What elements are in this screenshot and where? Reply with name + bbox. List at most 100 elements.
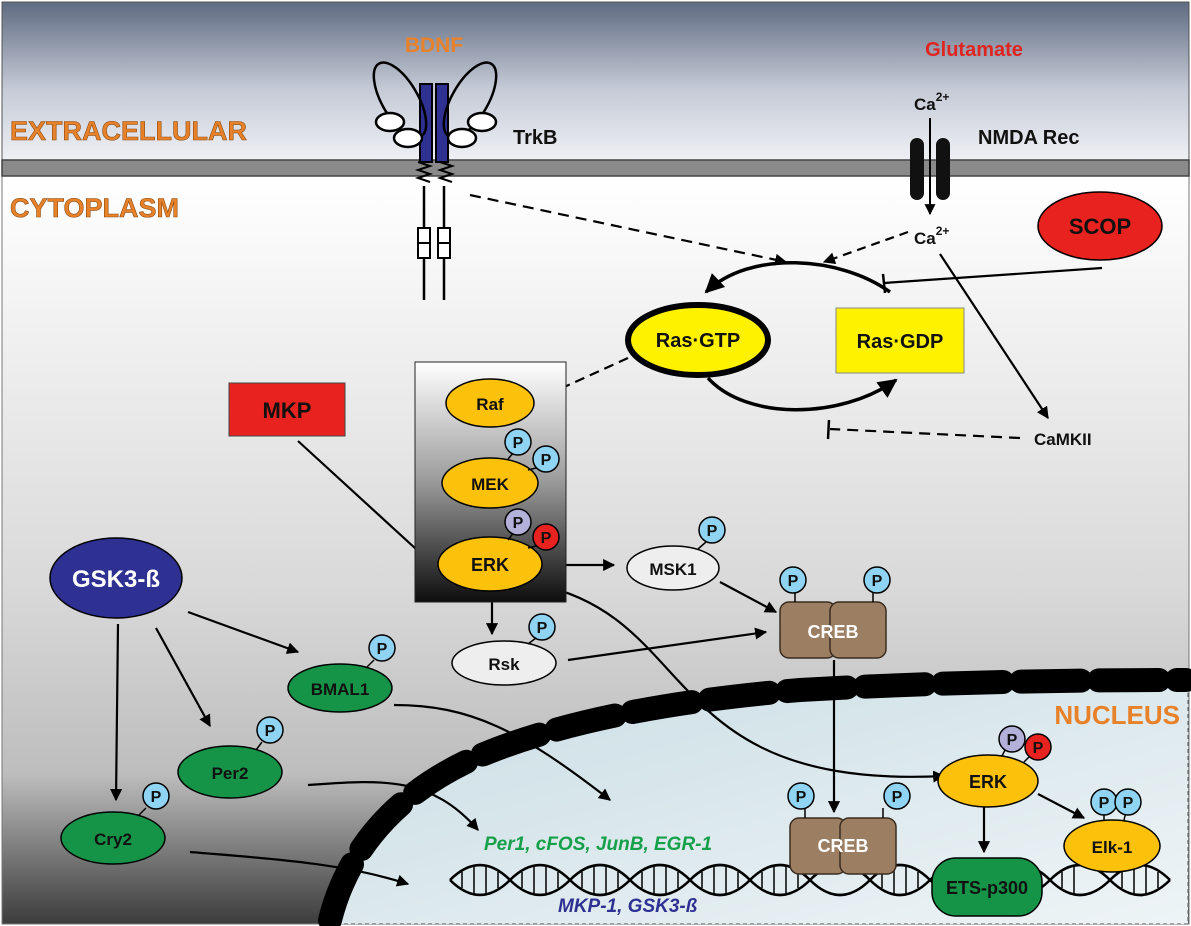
trkb-receptor [372,61,498,300]
erk-nucleus-phospho-1: P [998,725,1026,757]
svg-text:ERK: ERK [471,555,509,575]
svg-text:GSK3-ß: GSK3-ß [72,566,160,593]
extracellular-region [1,1,1190,161]
svg-text:MKP: MKP [263,398,312,423]
svg-text:SCOP: SCOP [1069,214,1131,239]
svg-text:ERK: ERK [969,772,1007,792]
svg-text:ETS-p300: ETS-p300 [946,878,1028,898]
erk-phospho-2: P [527,523,560,551]
svg-text:Ca2+: Ca2+ [914,90,949,114]
bmal1-phospho: P [365,634,396,669]
msk1-node: MSK1 [626,545,720,591]
creb-nucleus-node: CREB [789,817,897,875]
phospho-sites: P P P P P P P P P P P P P P P P P [137,428,1142,821]
nmda-receptor [910,138,950,200]
svg-text:P: P [513,435,524,452]
cry2-to-genes-arrow [189,850,410,887]
camkii-label: CaMKII [1034,430,1092,449]
target-genes-green: Per1, cFOS, JunB, EGR-1 [484,834,712,855]
bdnf-label: BDNF [405,34,463,57]
elk1-phospho-2: P [1114,788,1142,821]
gsk3b-node: GSK3-ß [49,537,183,619]
rsk-to-creb-arrow [567,627,768,662]
erk-translocation-arrow [539,583,946,783]
svg-text:Cry2: Cry2 [94,830,132,849]
calcium-extracellular-label: Ca2+ [914,90,949,114]
svg-text:CREB: CREB [807,622,858,642]
region-label-nucleus: NUCLEUS [1054,700,1180,730]
svg-text:P: P [541,452,552,469]
svg-text:Ras·GTP: Ras·GTP [656,330,740,352]
nuclear-envelope [318,668,1191,926]
gsk3b-to-per2-arrow [155,627,211,728]
mek-node: MEK [441,457,539,509]
mek-phospho-1: P [504,428,532,460]
bmal1-to-genes-arrow [393,703,611,801]
per2-phospho: P [255,716,284,751]
svg-text:BMAL1: BMAL1 [311,680,370,699]
svg-text:P: P [1099,795,1110,812]
elk1-node: Elk-1 [1063,819,1161,873]
svg-text:P: P [151,789,162,806]
svg-text:P: P [707,523,718,540]
mkp-inhibition-line [297,440,429,561]
erk-nucleus-node: ERK [937,754,1039,808]
svg-text:P: P [541,530,552,547]
creb-nucleus-phospho-1: P [787,782,815,818]
svg-text:P: P [537,620,548,637]
svg-text:P: P [788,573,799,590]
camkii-inhibition-line [829,427,1021,440]
svg-text:P: P [872,573,883,590]
creb-cytoplasm-phospho-2: P [863,566,891,602]
region-label-cytoplasm: CYTOPLASM [10,193,179,223]
mek-phospho-2: P [527,445,560,473]
cry2-node: Cry2 [60,811,166,865]
per2-node: Per2 [177,745,283,799]
msk1-phospho: P [697,516,726,550]
ras-cycle-bottom-arrow [706,376,898,412]
target-genes-blue: MKP-1, GSK3-ß [558,896,698,917]
plasma-membrane [1,159,1190,177]
scop-node: SCOP [1037,191,1163,261]
svg-text:Per2: Per2 [212,764,249,783]
creb-nucleus-phospho-2: P [882,782,911,818]
erk-to-elk1-arrow [1037,793,1086,819]
svg-text:P: P [892,789,903,806]
ras-gdp-node: Ras·GDP [835,307,965,374]
erk-nucleus-phospho-2: P [1023,733,1052,763]
svg-text:MEK: MEK [471,475,510,494]
creb-cytoplasm-phospho-1: P [779,566,807,602]
dna-helix [449,863,1171,897]
creb-cytoplasm-node: CREB [779,601,887,659]
per2-to-genes-arrow [307,781,479,831]
svg-text:P: P [265,723,276,740]
bmal1-node: BMAL1 [287,663,393,713]
calcium-to-camkii-arrow [939,253,1049,420]
svg-text:P: P [1123,795,1134,812]
msk1-to-creb-arrow [719,581,778,613]
svg-text:MSK1: MSK1 [649,560,696,579]
ets-p300-node: ETS-p300 [931,857,1043,917]
calcium-intracellular-label: Ca2+ [914,224,949,248]
rsk-phospho: P [527,613,556,645]
rsk-node: Rsk [451,640,557,686]
svg-text:Raf: Raf [476,395,504,414]
erk-node: ERK [437,536,543,592]
svg-text:Elk-1: Elk-1 [1092,838,1133,857]
ras-cycle-top-arrow [704,260,892,294]
gsk3b-to-bmal1-arrow [187,610,300,654]
svg-text:P: P [513,515,524,532]
cry2-phospho: P [137,782,170,817]
region-label-extracellular: EXTRACELLULAR [10,116,247,146]
gsk3b-to-cry2-arrow [110,623,123,802]
svg-text:P: P [377,641,388,658]
mkp-node: MKP [228,382,346,437]
scop-inhibition-line [883,266,1103,285]
trkb-label: TrkB [513,127,557,149]
ras-gtp-node: Ras·GTP [625,302,771,378]
svg-text:P: P [1033,740,1044,757]
svg-text:Ca2+: Ca2+ [914,224,949,248]
glutamate-label: Glutamate [925,39,1023,61]
svg-text:P: P [1007,732,1018,749]
